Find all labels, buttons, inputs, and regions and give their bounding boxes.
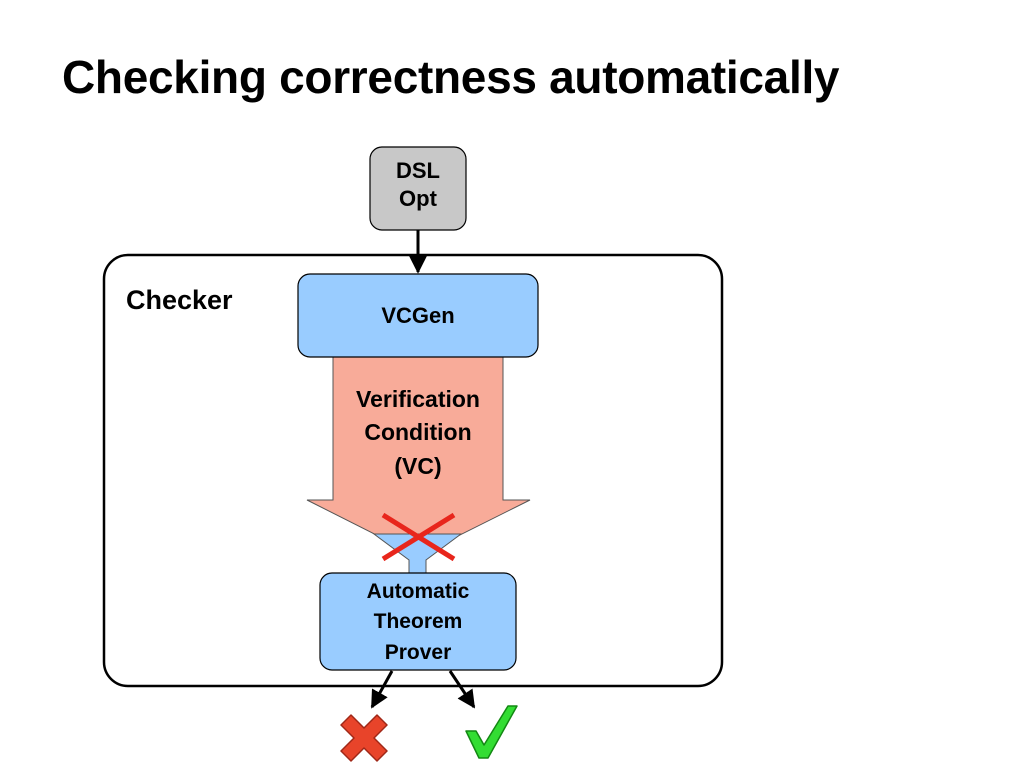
page-title: Checking correctness automatically (62, 51, 840, 103)
check-mark-icon (465, 705, 518, 759)
vc-label: Verification Condition (VC) (334, 383, 502, 483)
vc-line3: (VC) (394, 452, 442, 479)
theorem-prover-line2: Theorem (373, 610, 463, 634)
dsl-opt-line1: DSL (396, 158, 440, 183)
theorem-prover-box (319, 572, 517, 671)
vc-line1: Verification (356, 386, 480, 412)
prover-to-fail-arrow (370, 670, 394, 709)
vcgen-label: VCGen (381, 303, 455, 328)
vc-block-arrow (306, 355, 531, 557)
theorem-prover-line1: Automatic (366, 580, 470, 603)
x-mark-icon (340, 714, 388, 762)
vc-line2: Condition (364, 419, 472, 446)
theorem-prover-label: Automatic Theorem Prover (320, 577, 516, 668)
checker-label: Checker (126, 285, 233, 315)
theorem-prover-line3: Prover (384, 640, 452, 664)
red-x-icon (381, 512, 456, 562)
vcgen-box (297, 273, 539, 358)
prover-to-pass-arrow (448, 670, 476, 709)
dsl-opt-label: DSL Opt (370, 157, 466, 213)
dsl-opt-line2: Opt (399, 186, 437, 212)
